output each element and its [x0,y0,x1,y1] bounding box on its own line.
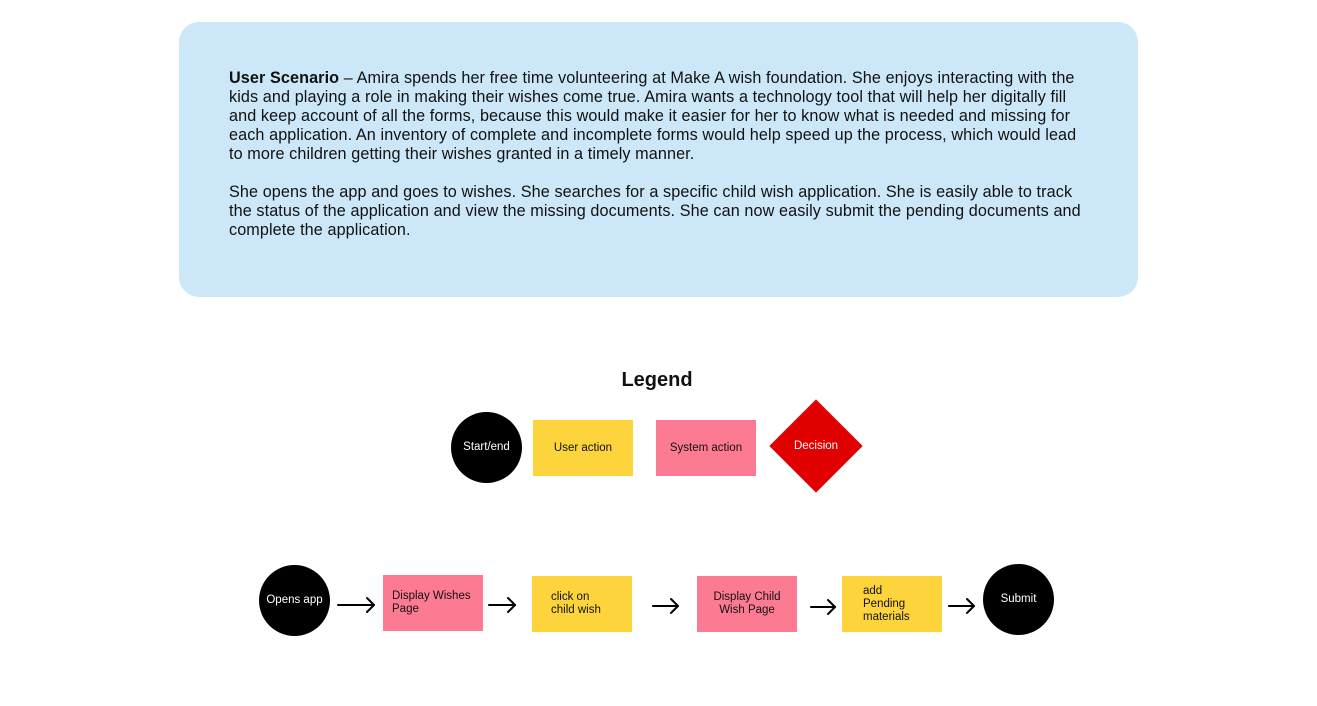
flow-add-pending-node: add Pending materials [842,576,942,632]
arrow-1 [337,597,375,613]
legend-user-action-node: User action [533,420,633,476]
scenario-paragraph-1: User Scenario – Amira spends her free ti… [229,69,1088,164]
scenario-paragraph-2: She opens the app and goes to wishes. Sh… [229,183,1081,239]
flow-display-child-wish-node: Display Child Wish Page [697,576,797,632]
scenario-heading: User Scenario [229,69,340,87]
flow-display-child-wish-label: Display Child Wish Page [713,591,781,616]
legend-system-action-label: System action [669,441,743,454]
flow-display-wishes-label: Display Wishes Page [392,590,471,615]
arrow-2 [488,597,516,613]
flow-click-child-wish-label: click on child wish [551,591,601,616]
user-scenario-card: User Scenario – Amira spends her free ti… [179,22,1138,297]
arrow-4 [810,599,836,615]
flow-submit-node: Submit [983,564,1054,635]
scenario-text-1: Amira spends her free time volunteering … [229,69,1077,163]
legend-start-end-node: Start/end [451,412,522,483]
arrow-5 [948,598,975,614]
legend-decision-label: Decision [793,440,839,452]
flow-click-child-wish-node: click on child wish [532,576,632,632]
legend-system-action-node: System action [656,420,756,476]
arrow-3 [652,598,679,614]
flow-opens-app-node: Opens app [259,565,330,636]
flow-display-wishes-node: Display Wishes Page [383,575,483,631]
flow-add-pending-label: add Pending materials [863,584,910,623]
scenario-separator: – [339,69,357,87]
legend-start-end-label: Start/end [463,441,510,453]
legend-title: Legend [621,369,693,391]
flow-opens-app-label: Opens app [266,594,323,606]
legend-user-action-label: User action [553,441,613,454]
flow-submit-label: Submit [1000,593,1037,605]
